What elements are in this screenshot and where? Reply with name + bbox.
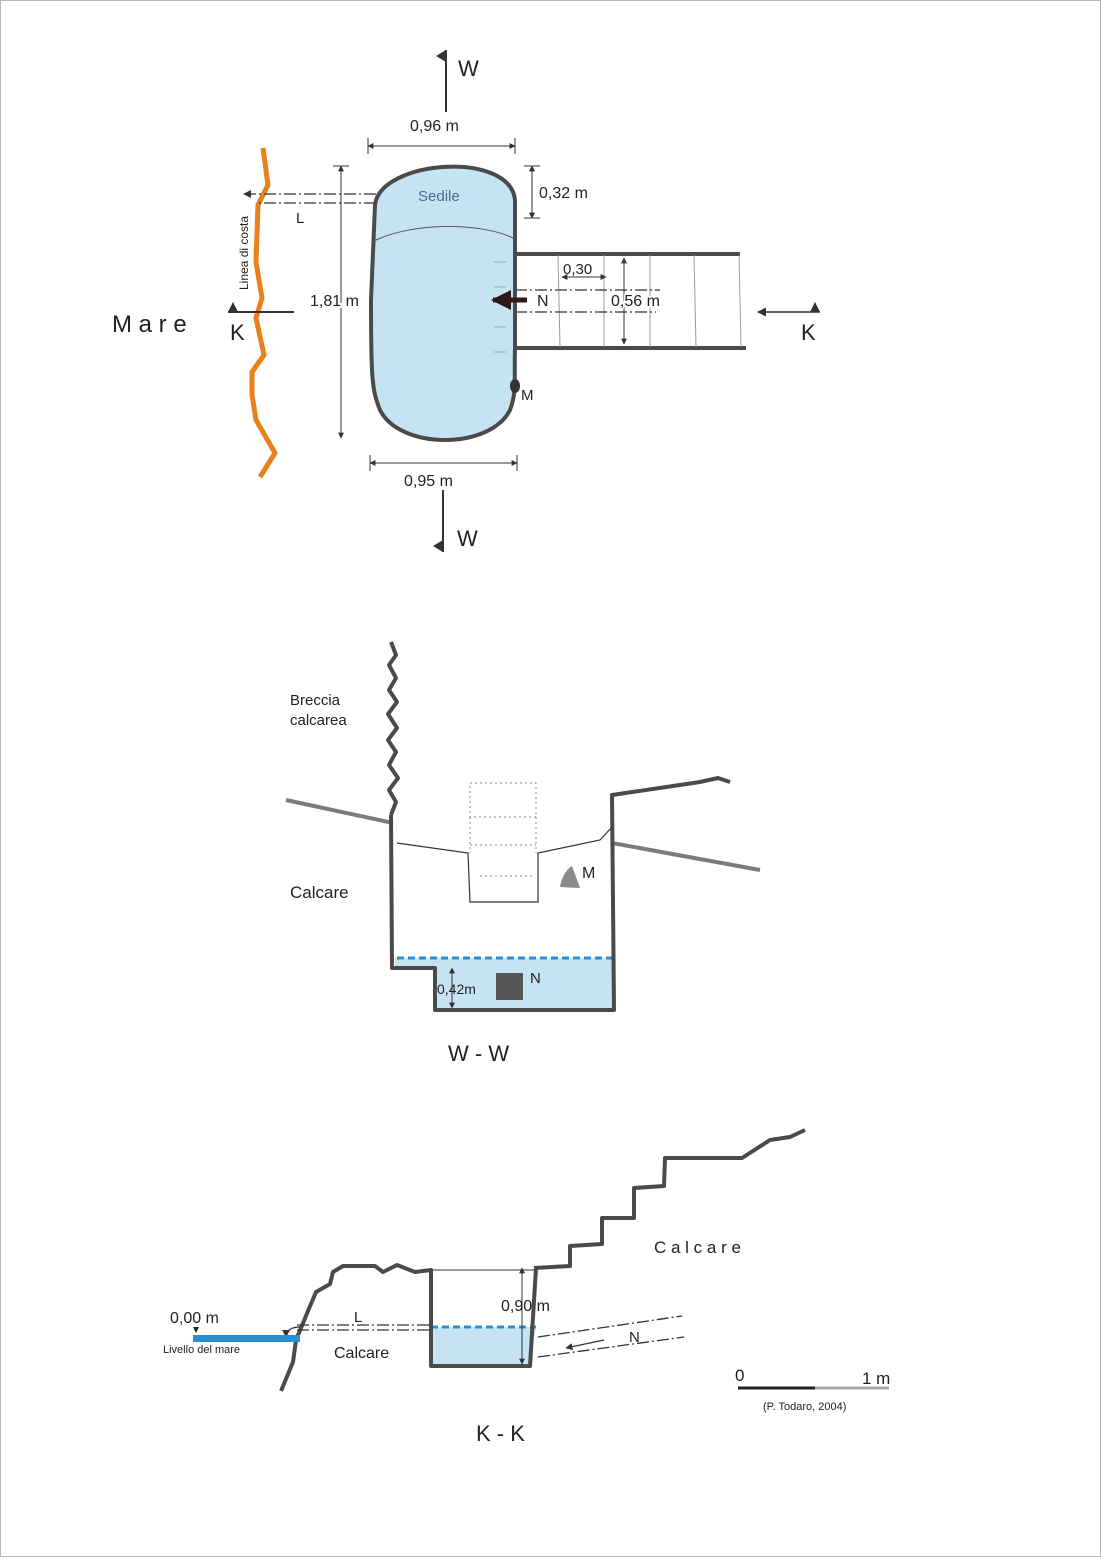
plan-view: W W 0,96 m Linea di costa L M a r e	[112, 50, 820, 552]
svg-text:Livello del mare: Livello del mare	[163, 1344, 240, 1356]
svg-text:L: L	[354, 1309, 362, 1326]
section-marker-w-bottom: W	[433, 490, 478, 552]
svg-text:0,56 m: 0,56 m	[611, 293, 660, 310]
section-w-label: W	[457, 526, 478, 551]
svg-text:Breccia: Breccia	[290, 692, 341, 709]
svg-text:0,00 m: 0,00 m	[170, 1310, 219, 1327]
section-ww: Breccia calcarea Calcare M 0,42m N W - W	[285, 641, 761, 1066]
kk-terrain-right	[533, 1128, 806, 1270]
section-marker-w-top: W	[436, 50, 479, 112]
outlet-m	[510, 379, 520, 393]
svg-text:0,95 m: 0,95 m	[404, 473, 453, 490]
coastline	[249, 147, 278, 479]
svg-text:N: N	[537, 293, 549, 310]
coastline-label: Linea di costa	[237, 216, 251, 290]
breccia-boundary	[386, 641, 400, 816]
svg-text:(P. Todaro, 2004): (P. Todaro, 2004)	[763, 1401, 846, 1413]
svg-text:calcarea: calcarea	[290, 712, 347, 729]
channel-n-section	[496, 973, 523, 1000]
svg-text:C a l c a r e: C a l c a r e	[654, 1238, 741, 1257]
svg-text:K: K	[801, 320, 816, 345]
section-kk: C a l c a r e 0,90 m L N Calcare 0,00 m …	[163, 1128, 806, 1446]
svg-text:0,96 m: 0,96 m	[410, 118, 459, 135]
section-ww-title: W - W	[448, 1041, 509, 1066]
sea-label: M a r e	[112, 311, 187, 338]
calcare-label: Calcare	[290, 883, 349, 902]
svg-text:0,42m: 0,42m	[437, 981, 476, 997]
svg-text:L: L	[296, 210, 304, 227]
sea-level-bar	[193, 1335, 300, 1342]
svg-text:N: N	[530, 970, 541, 987]
outlet-m-section	[560, 866, 580, 888]
dimension-seat-depth: 0,32 m	[524, 165, 588, 219]
scale-bar: 0 1 m (P. Todaro, 2004)	[735, 1366, 890, 1413]
svg-text:K: K	[230, 320, 245, 345]
basin-plan: Sedile M	[369, 164, 534, 442]
seat-label: Sedile	[418, 188, 460, 205]
svg-text:1,81 m: 1,81 m	[310, 293, 359, 310]
dimension-width-top: 0,96 m	[367, 118, 516, 154]
ww-profile	[389, 776, 731, 1012]
section-marker-k-left: K	[228, 302, 294, 345]
section-kk-title: K - K	[476, 1421, 525, 1446]
outlet-channel-l: L	[243, 190, 376, 227]
svg-text:N: N	[629, 1329, 640, 1346]
dimension-length: 1,81 m	[308, 165, 361, 439]
svg-text:0,30: 0,30	[563, 261, 592, 278]
svg-text:0,90 m: 0,90 m	[501, 1298, 550, 1315]
svg-text:0,32 m: 0,32 m	[539, 185, 588, 202]
feed-channel: 0,30 N 0,56 m	[515, 252, 746, 350]
section-marker-k-right: K	[757, 302, 820, 345]
svg-text:1 m: 1 m	[862, 1369, 890, 1388]
svg-text:M: M	[582, 865, 595, 882]
section-w-label: W	[458, 56, 479, 81]
svg-text:M: M	[521, 387, 534, 404]
svg-text:0: 0	[735, 1366, 744, 1385]
svg-text:Calcare: Calcare	[334, 1345, 389, 1362]
dimension-width-bottom: 0,95 m	[369, 455, 518, 490]
